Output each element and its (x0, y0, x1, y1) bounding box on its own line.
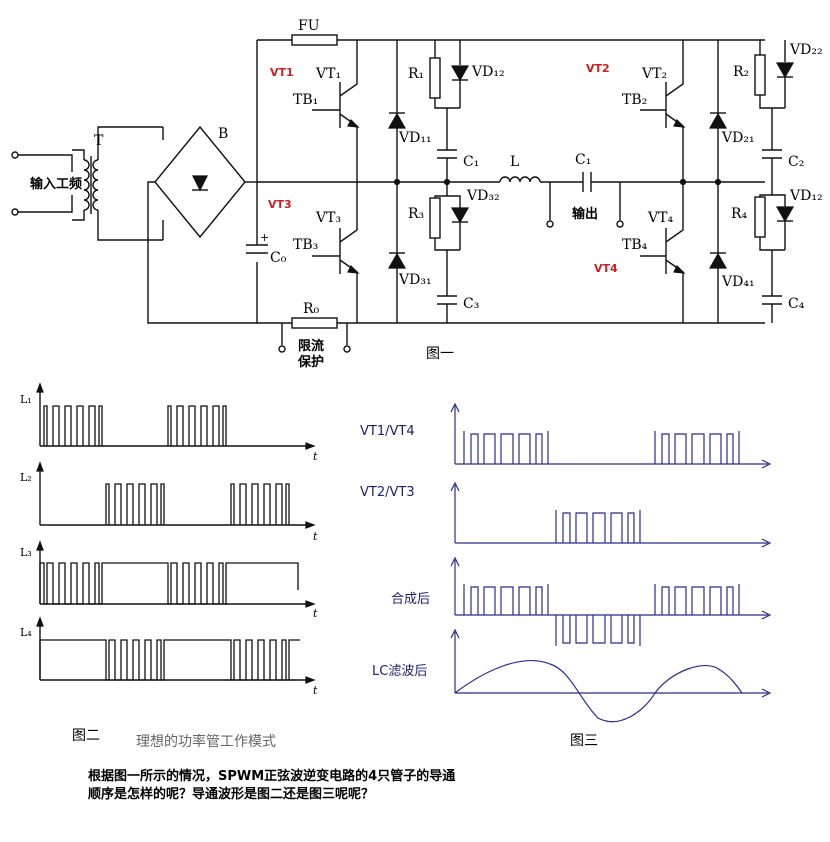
capacitor-c1-series: C₁ (575, 152, 592, 192)
c4-label: C₄ (788, 296, 805, 312)
l3-label: L₃ (20, 546, 32, 559)
diode-vd31: VD₃₁ (387, 182, 432, 323)
transformer-label: T (94, 133, 104, 149)
svg-text:+: + (260, 231, 269, 244)
bridge-label: B (218, 126, 228, 142)
vt3-label: VT₃ (315, 210, 341, 226)
tb1-label: TB₁ (293, 92, 318, 108)
r3-label: R₃ (408, 206, 424, 222)
l4-t-label: t (313, 684, 318, 697)
c0-label: C₀ (270, 250, 287, 266)
c3-label: C₃ (463, 296, 479, 312)
vd21-label: VD₂₁ (721, 130, 755, 146)
vd12b-label: VD₁₂ (789, 188, 823, 204)
l1-t-label: t (313, 450, 318, 463)
transformer: T (72, 126, 163, 241)
vt1-red-tag: VT1 (270, 66, 294, 79)
resistor-r0: R₀ 限流 保护 (278, 301, 351, 370)
l3-t-label: t (313, 607, 318, 620)
transistor-vt3: VT₃ TB₃ VT3 (268, 182, 360, 323)
snubber-bottom-left: R₃ VD₃₂ C₃ (408, 182, 500, 323)
figure-2-caption: 图二 (72, 728, 100, 744)
vd22-label: VD₂₂ (789, 42, 823, 58)
transistor-vt1: VT₁ TB₁ VT1 (270, 40, 360, 182)
tb2-label: TB₂ (622, 92, 647, 108)
combined-label: 合成后 (391, 592, 430, 607)
l2-label: L₂ (20, 471, 32, 484)
vd41-label: VD₄₁ (721, 274, 755, 290)
question-line-1: 根据图一所示的情况，SPWM正弦波逆变电路的4只管子的导通 (88, 768, 455, 784)
diode-vd21: VD₂₁ (708, 40, 755, 182)
l3-waveform: L₃ t (20, 540, 318, 620)
question-line-2: 顺序是怎样的呢？导通波形是图二还是图三呢呢？ (88, 786, 374, 802)
inductor-l: L (499, 154, 541, 183)
vd12-label: VD₁₂ (471, 64, 505, 80)
c2-label: C₂ (788, 154, 804, 170)
l4-label: L₄ (20, 626, 32, 639)
vt2-red-tag: VT2 (586, 62, 610, 75)
input-terminal-top (11, 151, 19, 159)
snubber-bottom-right: R₄ VD₁₂ C₄ (731, 182, 823, 323)
figure-1-caption: 图一 (426, 346, 454, 362)
vt4-label: VT₄ (647, 210, 673, 226)
transistor-vt4: VT₄ TB₄ VT4 (594, 182, 686, 323)
r2-label: R₂ (733, 64, 749, 80)
snubber-top-left: R₁ VD₁₂ C₁ (408, 40, 505, 182)
fuse-label: FU (298, 18, 320, 34)
output-terminals: 输出 (546, 182, 624, 228)
figure-2: L₁ t L₂ t L₃ t L₄ t (20, 382, 318, 750)
protect-label-2: 保护 (297, 354, 324, 370)
question-text: 根据图一所示的情况，SPWM正弦波逆变电路的4只管子的导通 顺序是怎样的呢？导通… (88, 768, 455, 802)
vd32-label: VD₃₂ (466, 188, 500, 204)
vt1-vt4-waveform: VT1/VT4 (360, 402, 772, 469)
l1-waveform: L₁ t (20, 382, 318, 463)
circuit-diagram: 输入工频 T B FU + (11, 18, 823, 370)
diode-vd41: VD₄₁ (708, 182, 755, 323)
l2-t-label: t (313, 530, 318, 543)
tb3-label: TB₃ (293, 237, 318, 253)
ideal-mode-note: 理想的功率管工作模式 (136, 733, 276, 750)
capacitor-c0: + C₀ (246, 231, 287, 266)
vt2-vt3-waveform: VT2/VT3 (360, 481, 772, 548)
input-terminal-bottom (11, 208, 19, 216)
snubber-top-right: R₂ VD₂₂ C₂ (733, 40, 823, 182)
vt3-red-tag: VT3 (268, 198, 292, 211)
figure-3: VT1/VT4 VT2/VT3 合成后 LC滤波后 图三 (360, 402, 772, 749)
c1a-label: C₁ (463, 154, 479, 170)
vt2-label: VT₂ (641, 66, 667, 82)
l1-label: L₁ (20, 393, 32, 406)
r4-label: R₄ (731, 206, 748, 222)
tb4-label: TB₄ (622, 237, 648, 253)
vt1-vt4-label: VT1/VT4 (360, 424, 415, 439)
vt4-red-tag: VT4 (594, 262, 618, 275)
input-label: 输入工频 (30, 176, 82, 192)
transistor-vt2: VT₂ TB₂ VT2 (586, 40, 686, 182)
combined-waveform: 合成后 (391, 556, 772, 646)
r1-label: R₁ (408, 66, 424, 82)
c1b-label: C₁ (575, 152, 591, 168)
vt2-vt3-label: VT2/VT3 (360, 485, 415, 500)
bridge-rectifier: B (147, 125, 257, 324)
protect-label-1: 限流 (298, 338, 324, 354)
figure-3-caption: 图三 (570, 733, 598, 749)
l2-waveform: L₂ t (20, 461, 318, 543)
diode-vd11: VD₁₁ (387, 40, 432, 182)
output-label: 输出 (572, 206, 598, 222)
l4-waveform: L₄ t (20, 616, 318, 697)
inductor-label: L (510, 154, 519, 170)
vt1-label: VT₁ (315, 66, 341, 82)
r0-label: R₀ (303, 301, 320, 317)
vd11-label: VD₁₁ (398, 130, 432, 146)
lc-filtered-waveform: LC滤波后 (372, 628, 772, 723)
lc-filtered-label: LC滤波后 (372, 664, 427, 679)
vd31-label: VD₃₁ (398, 272, 432, 288)
fuse-fu: FU (291, 18, 338, 46)
